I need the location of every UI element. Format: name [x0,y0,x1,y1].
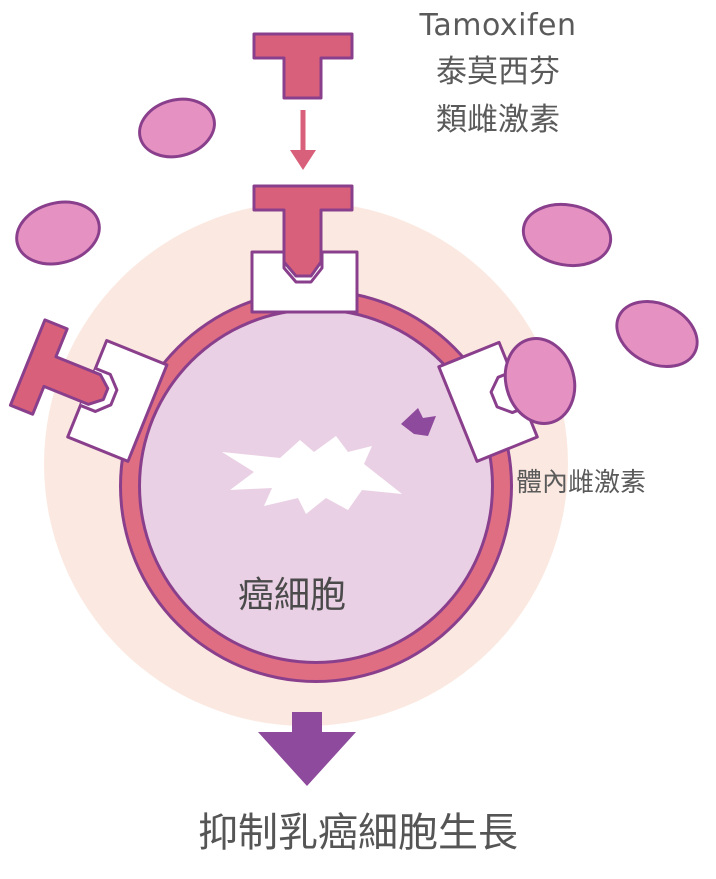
drug-class: 類雌激素 [436,102,560,138]
estrogen-molecule-bound [503,337,577,425]
blocked-signal-arrow [401,408,436,436]
result-caption: 抑制乳癌細胞生長 [198,810,518,856]
drug-name-chinese: 泰莫西芬 [436,54,560,90]
drug-name: Tamoxifen [419,8,577,43]
cell-label: 癌細胞 [238,575,347,616]
tamoxifen-molecule-free [252,32,354,100]
estrogen-molecule [138,97,216,159]
estrogen-molecule [15,200,101,266]
hormone-label: 體內雌激素 [516,468,647,498]
tamoxifen-molecule-bound-left [8,318,110,416]
cell-burst-icon [222,436,402,514]
tamoxifen-molecule-bound-top [252,184,354,278]
estrogen-molecule [615,300,699,368]
binding-arrow [290,110,316,170]
estrogen-molecule [521,202,613,268]
result-arrow [258,712,356,786]
